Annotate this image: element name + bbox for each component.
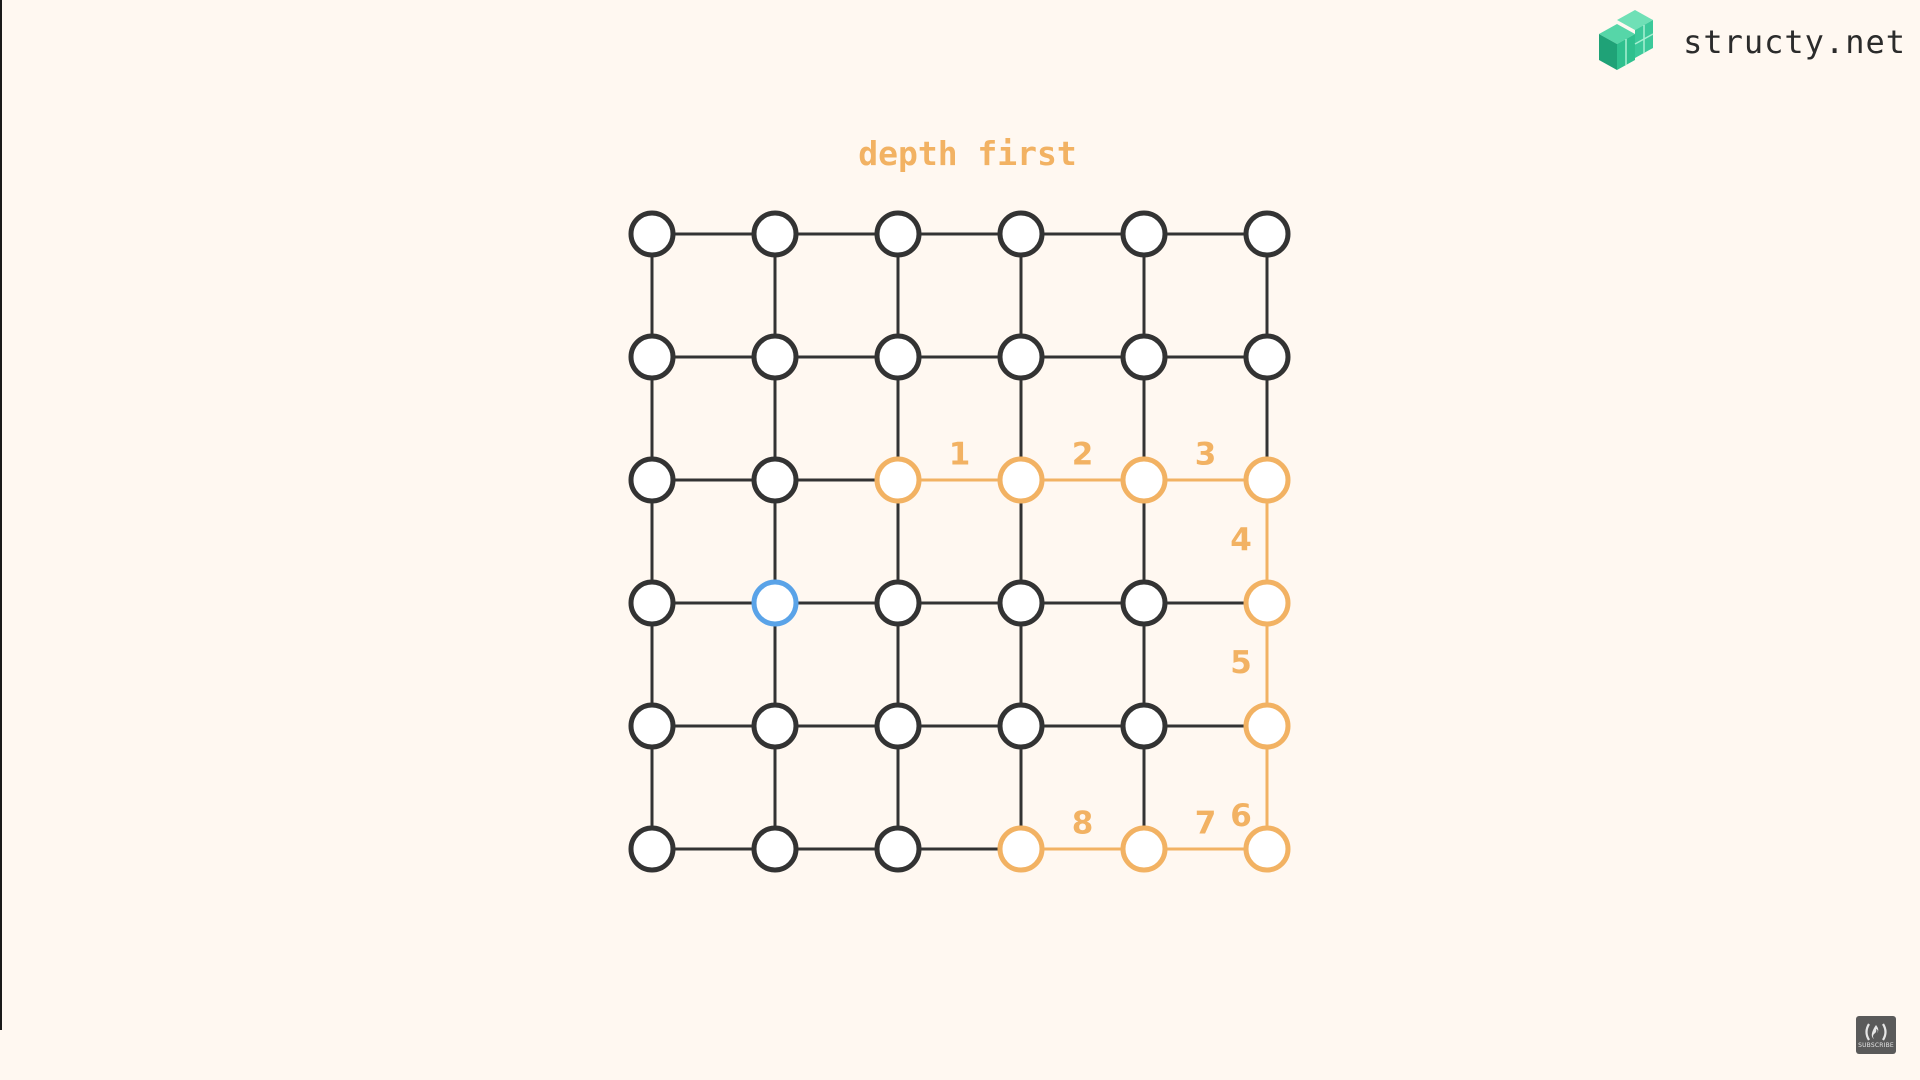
visited-node [1120, 825, 1168, 873]
grid-node [751, 702, 799, 750]
grid-node [997, 210, 1045, 258]
grid-node [628, 333, 676, 381]
step-label: 3 [1195, 437, 1217, 473]
brand-header[interactable]: structy.net [1593, 8, 1906, 76]
subscribe-label: SUBSCRIBE [1858, 1041, 1894, 1049]
grid-node [874, 825, 922, 873]
grid-node [874, 210, 922, 258]
grid-node [628, 579, 676, 627]
grid-node [997, 579, 1045, 627]
grid-node [874, 579, 922, 627]
grid-node [628, 456, 676, 504]
step-label: 7 [1195, 806, 1217, 842]
grid-node [997, 333, 1045, 381]
visited-node [1120, 456, 1168, 504]
brand-name: structy.net [1683, 23, 1906, 61]
grid-node [628, 825, 676, 873]
visited-node [874, 456, 922, 504]
visited-node [997, 456, 1045, 504]
grid-node [1120, 210, 1168, 258]
freecodecamp-icon [1865, 1022, 1887, 1041]
visited-node [1243, 702, 1291, 750]
visited-node [1243, 825, 1291, 873]
grid-node [751, 456, 799, 504]
grid-node [751, 210, 799, 258]
start-node [751, 579, 799, 627]
grid-node [1120, 333, 1168, 381]
structy-logo-icon [1599, 10, 1654, 70]
visited-node [1243, 456, 1291, 504]
grid-node [628, 702, 676, 750]
subscribe-badge[interactable]: SUBSCRIBE [1856, 1016, 1896, 1054]
grid-node [997, 702, 1045, 750]
grid-node [1120, 702, 1168, 750]
grid-node [874, 333, 922, 381]
step-label: 6 [1230, 798, 1252, 834]
step-label: 8 [1072, 806, 1094, 842]
page-title: depth first [858, 134, 1077, 173]
step-label: 5 [1230, 645, 1252, 681]
step-label: 2 [1072, 437, 1094, 473]
left-edge-border [0, 0, 2, 1030]
grid-node [874, 702, 922, 750]
visited-node [997, 825, 1045, 873]
step-label: 4 [1230, 522, 1252, 558]
grid-node [751, 333, 799, 381]
step-label: 1 [949, 437, 971, 473]
grid-node [1243, 210, 1291, 258]
grid-node [751, 825, 799, 873]
visited-node [1243, 579, 1291, 627]
grid-node [1243, 333, 1291, 381]
grid-node [1120, 579, 1168, 627]
grid-node [628, 210, 676, 258]
